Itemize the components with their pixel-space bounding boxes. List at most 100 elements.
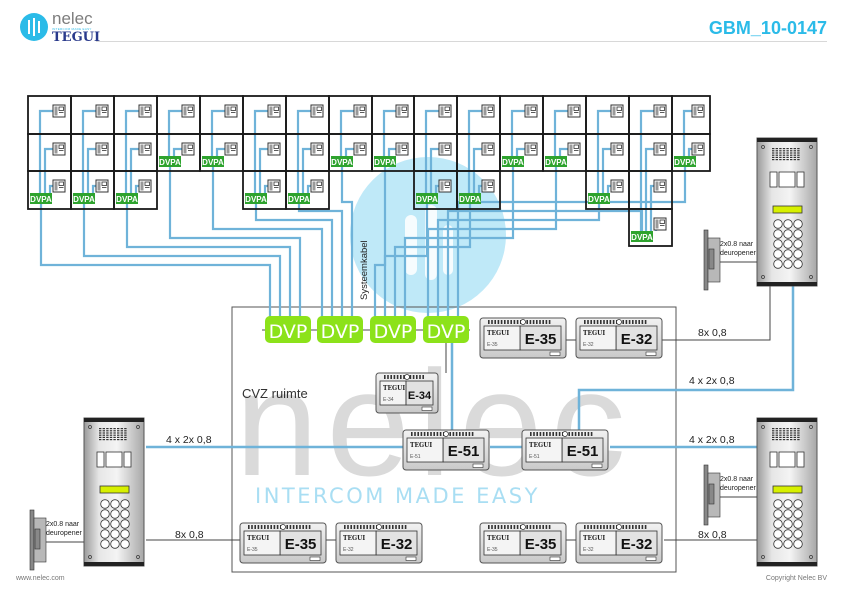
branch-cable xyxy=(296,109,311,193)
module-label-panel xyxy=(615,530,658,556)
handset-icon xyxy=(95,104,109,118)
branch-cable xyxy=(682,109,692,156)
wire-top-8x xyxy=(661,290,771,341)
cable-label: 4 x 2x 0,8 xyxy=(166,434,212,446)
keypad-button xyxy=(773,539,783,549)
trunk-cable xyxy=(446,209,644,318)
opener-label-line1: 2x0.8 naar xyxy=(720,241,754,248)
module-brand: TEGUI xyxy=(410,442,432,449)
dvpa-label: DVPA xyxy=(631,233,653,242)
system-cable-label: Systeemkabel xyxy=(359,240,370,300)
module-brand: TEGUI xyxy=(247,535,269,542)
handset-icon xyxy=(310,104,324,118)
keypad-button xyxy=(773,499,783,509)
handset-icon xyxy=(691,104,705,118)
dvpa-module: DVPA xyxy=(545,156,567,167)
brand-sub: TEGUI xyxy=(52,30,101,45)
handset-icon xyxy=(610,142,624,156)
branch-cable xyxy=(553,109,568,156)
keypad-button xyxy=(793,249,803,259)
handset-icon xyxy=(52,104,66,118)
trunk-cable xyxy=(39,204,272,318)
dvpa-module: DVPA xyxy=(202,156,224,167)
door-panel-left xyxy=(83,417,145,567)
brand-logo[interactable]: nelec INTERCOM MADE EASY TEGUI xyxy=(20,9,130,45)
keypad-button xyxy=(783,539,793,549)
keypad-button xyxy=(773,239,783,249)
branch-cable xyxy=(558,147,568,156)
module-small-label: E-32 xyxy=(343,547,354,553)
handset-icon xyxy=(52,142,66,156)
opener-label-line2: deuropener xyxy=(46,530,82,537)
handset-icon xyxy=(267,179,281,193)
handset-icon xyxy=(691,142,705,156)
module-small-label: E-34 xyxy=(383,397,394,403)
module-small-label: E-35 xyxy=(247,547,258,553)
handset-icon xyxy=(138,104,152,118)
module-brand-panel xyxy=(483,530,521,556)
branch-cable xyxy=(81,109,96,193)
handset-icon xyxy=(353,142,367,156)
dvpa-label: DVPA xyxy=(331,158,353,167)
handset-icon xyxy=(438,142,452,156)
handset-icon xyxy=(224,142,238,156)
dvp-label: DVP xyxy=(427,321,466,343)
footer-website[interactable]: www.nelec.com xyxy=(16,575,65,582)
keypad-button xyxy=(793,239,803,249)
keypad-button xyxy=(110,519,120,529)
keypad-button xyxy=(120,519,130,529)
dvpa-label: DVPA xyxy=(288,195,310,204)
module-brand: TEGUI xyxy=(383,385,405,392)
trunk-cable xyxy=(340,167,354,318)
document-code: GBM_10-0147 xyxy=(708,18,827,38)
door-panel-top-right xyxy=(756,137,818,287)
module-label: E-35 xyxy=(525,536,557,553)
branch-cable xyxy=(210,109,225,156)
module-label-panel xyxy=(405,380,434,406)
camera-window xyxy=(96,451,105,468)
dvpa-module: DVPA xyxy=(459,193,481,204)
keypad-button xyxy=(773,259,783,269)
branch-cable xyxy=(301,147,311,193)
building-column xyxy=(456,95,501,210)
branch-cable xyxy=(263,184,268,193)
handset-icon xyxy=(267,104,281,118)
module-brand-panel xyxy=(579,530,617,556)
module-brand: TEGUI xyxy=(529,442,551,449)
handset-icon xyxy=(310,179,324,193)
dvp-label: DVP xyxy=(321,321,360,343)
keypad-button xyxy=(100,529,110,539)
dvpa-module: DVPA xyxy=(374,156,396,167)
header-divider xyxy=(96,41,827,42)
trunk-cable xyxy=(168,167,302,318)
module-label: E-34 xyxy=(408,390,432,402)
branch-cable xyxy=(424,109,439,193)
module-label-panel xyxy=(519,530,562,556)
brand-name: nelec xyxy=(52,9,93,28)
keypad-button xyxy=(100,519,110,529)
dvpa-label: DVPA xyxy=(159,158,181,167)
building-column xyxy=(113,95,158,210)
handset-icon xyxy=(567,142,581,156)
keypad-button xyxy=(783,239,793,249)
building-column xyxy=(585,95,630,210)
dvpa-label: DVPA xyxy=(245,195,267,204)
dvpa-label: DVPA xyxy=(502,158,524,167)
keypad-button xyxy=(773,529,783,539)
handset-icon xyxy=(395,104,409,118)
keypad-button xyxy=(783,219,793,229)
dvpa-module: DVPA xyxy=(73,193,95,204)
apartment-cell xyxy=(628,208,673,247)
keypad-button xyxy=(120,509,130,519)
cable-labels: 8x 0,84 x 2x 0,84 x 2x 0,88x 0,84 x 2x 0… xyxy=(166,327,735,541)
keypad-button xyxy=(773,219,783,229)
branch-cable xyxy=(687,147,692,156)
camera-window xyxy=(769,171,778,188)
keypad-button xyxy=(783,229,793,239)
module-brand-panel xyxy=(339,530,377,556)
keypad-button xyxy=(120,499,130,509)
